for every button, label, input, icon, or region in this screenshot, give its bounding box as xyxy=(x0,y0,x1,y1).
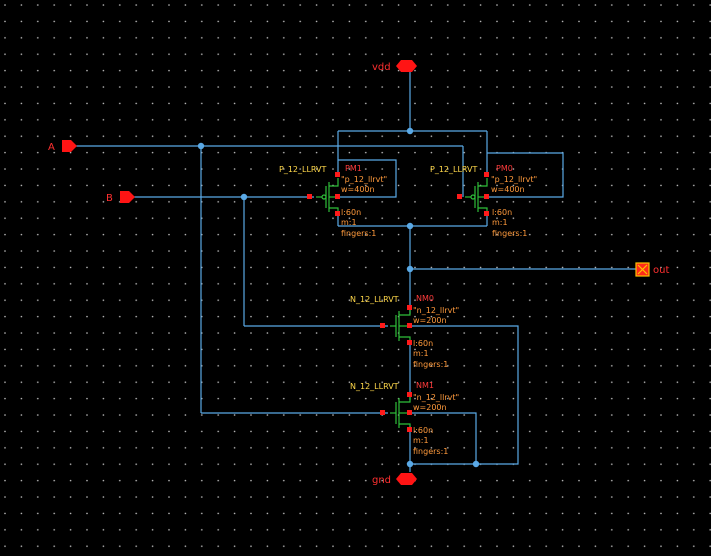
gnd-port[interactable] xyxy=(396,473,417,485)
nm0-model: "n_12_llrvt" xyxy=(413,306,459,315)
transistor-pm0[interactable] xyxy=(457,172,489,216)
pm0-cell-label: P_12_LLRVT xyxy=(430,165,478,174)
out-port[interactable] xyxy=(635,262,650,277)
b-label: B xyxy=(106,193,113,204)
a-label: A xyxy=(48,142,55,153)
out-label: out xyxy=(653,265,669,276)
transistor-nm1[interactable] xyxy=(380,392,412,432)
transistor-pm1[interactable] xyxy=(307,172,340,216)
pm1-cell-label: P_12_LLRVT xyxy=(279,165,327,174)
nm1-length: l:60n xyxy=(413,426,433,435)
nm1-fingers: fingers:1 xyxy=(413,447,448,456)
nm1-model: "n_12_llrvt" xyxy=(413,393,459,402)
a-input-port[interactable] xyxy=(62,140,77,152)
pm1-model: "p_12_llrvt" xyxy=(341,175,387,184)
nm0-instance-name: NM0 xyxy=(416,294,434,303)
vdd-label: vdd xyxy=(372,62,391,73)
pm1-width: w=400n xyxy=(341,185,375,194)
vdd-port[interactable] xyxy=(396,60,417,72)
nm0-length: l:60n xyxy=(413,339,433,348)
pm0-model: "p_12_llrvt" xyxy=(491,175,537,184)
pm0-length: l:60n xyxy=(492,208,512,217)
nm0-cell-label: N_12_LLRVT xyxy=(350,295,399,304)
nm1-multiplier: m:1 xyxy=(413,436,429,445)
gnd-label: gnd xyxy=(372,475,391,486)
pm0-width: w=400n xyxy=(491,185,525,194)
pm0-multiplier: m:1 xyxy=(492,218,508,227)
junction-dots xyxy=(197,127,480,468)
transistor-nm0[interactable] xyxy=(380,305,412,345)
pm1-multiplier: m:1 xyxy=(341,218,357,227)
pm0-fingers: fingers:1 xyxy=(492,229,527,238)
pm1-fingers: fingers:1 xyxy=(341,229,376,238)
pm1-length: l:60n xyxy=(341,208,361,217)
nm0-width: w=200n xyxy=(413,316,447,325)
pm0-instance-name: PM0 xyxy=(496,164,513,173)
wires xyxy=(76,72,636,472)
nm1-instance-name: NM1 xyxy=(416,381,434,390)
b-input-port[interactable] xyxy=(120,191,135,203)
nm1-width: w=200n xyxy=(413,403,447,412)
nm0-multiplier: m:1 xyxy=(413,349,429,358)
pm1-instance-name: PM1 xyxy=(345,164,362,173)
nm1-cell-label: N_12_LLRVT xyxy=(350,382,399,391)
nm0-fingers: fingers:1 xyxy=(413,360,448,369)
